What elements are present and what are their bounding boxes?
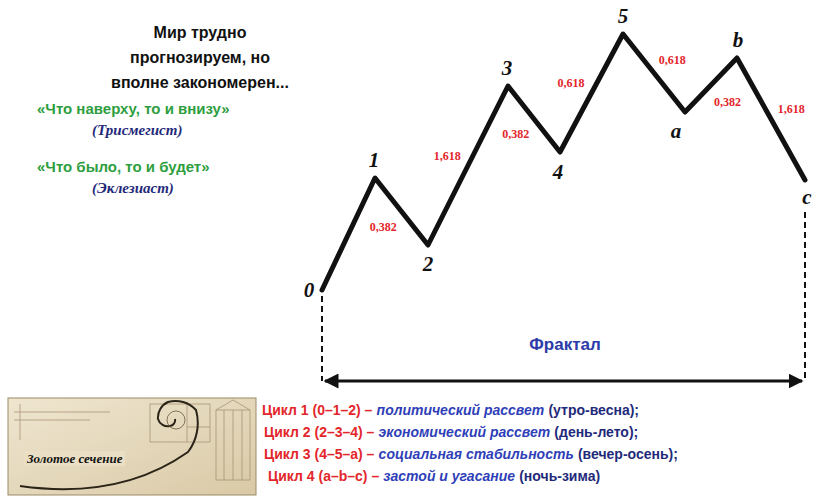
ratio-number-holder: 0,618	[659, 50, 686, 68]
wave-line	[322, 34, 805, 290]
author-name-holder: (Трисмегист)	[92, 121, 182, 139]
cycle-season: (ночь-зима)	[519, 468, 600, 484]
author-name: (Эклезиаст)	[92, 180, 174, 196]
ratio-number-holder: 1,618	[778, 99, 805, 117]
cycle-phase: застой и угасание	[383, 468, 515, 484]
ratio-number: 1,618	[434, 149, 461, 163]
span-label-holder: Фрактал	[529, 335, 600, 355]
wave-point-label-holder: 0	[304, 278, 315, 303]
quote-text: «Что было, то и будет»	[37, 158, 210, 175]
wave-point-label: 4	[553, 160, 564, 184]
wave-point-label: 1	[369, 148, 380, 172]
ratio-number: 0,382	[502, 127, 529, 141]
golden-section-picture	[8, 398, 256, 495]
ratio-number-holder: 1,618	[434, 146, 461, 164]
head-sketch	[167, 411, 185, 429]
wave-point-label-holder: a	[671, 119, 682, 144]
ratio-number: 0,618	[558, 76, 585, 90]
span-arrow	[325, 380, 802, 383]
ratio-number-holder: 0,382	[370, 217, 397, 235]
quote-text-holder: «Что наверху, то и внизу»	[37, 100, 230, 118]
wave-point-label: b	[733, 28, 744, 52]
ratio-number: 0,382	[370, 220, 397, 234]
ratio-number-holder: 0,618	[558, 73, 585, 91]
picture-ground	[8, 398, 256, 495]
picture-caption: Золотое сечение	[24, 451, 125, 466]
cycle-line: Цикл 2 (2–3–4) – экономический рассвет(де…	[264, 424, 642, 440]
wave-point-label: 3	[502, 56, 513, 80]
wave-point-label: c	[802, 185, 811, 209]
wave-point-label-holder: 2	[423, 252, 434, 277]
wave-point-label: 0	[304, 278, 315, 302]
cycle-line: Цикл 4 (a–b–c) –застой и угасание(ночь-з…	[268, 468, 604, 484]
author-name: (Трисмегист)	[92, 122, 182, 138]
author-name-holder: (Эклезиаст)	[92, 179, 174, 197]
ratio-number-holder: 0,382	[502, 124, 529, 142]
span-label: Фрактал	[529, 335, 600, 354]
wave-point-label-holder: 3	[502, 56, 513, 81]
wave-point-label-holder: b	[733, 28, 744, 53]
quote-text-holder: «Что было, то и будет»	[37, 158, 210, 176]
cycle-name: Цикл 4 (a–b–c) –	[268, 468, 379, 484]
title-text: Мир трудно прогнозируем, но вполне закон…	[111, 24, 289, 91]
wave-point-label-holder: c	[802, 185, 811, 210]
cycle-line: Цикл 1 (0–1–2) – политический рассвет(утр…	[262, 402, 643, 418]
cycle-phase: экономический рассвет	[379, 424, 551, 440]
wave-point-label: 2	[423, 252, 434, 276]
cycle-season: (день-лето);	[554, 424, 638, 440]
cycle-name: Цикл 1 (0–1–2) –	[262, 402, 372, 418]
ratio-number: 1,618	[778, 102, 805, 116]
cycle-phase: социальная стабильность	[379, 446, 574, 462]
ratio-number-holder: 0,382	[714, 92, 741, 110]
wave-point-label: 5	[618, 4, 629, 28]
wave-point-label-holder: 1	[369, 148, 380, 173]
cycle-season: (утро-весна);	[548, 402, 639, 418]
dashed-guide	[804, 212, 806, 381]
ratio-number: 0,618	[659, 53, 686, 67]
cycle-name: Цикл 2 (2–3–4) –	[264, 424, 374, 440]
cycle-season: (вечер-осень);	[578, 446, 678, 462]
cycle-name: Цикл 3 (4–5–a) –	[264, 446, 374, 462]
title-block: Мир трудно прогнозируем, но вполне закон…	[105, 20, 295, 95]
wave-point-label-holder: 4	[553, 160, 564, 185]
wave-point-label-holder: 5	[618, 4, 629, 29]
dashed-guide	[321, 296, 323, 381]
cycle-phase: политический рассвет	[377, 402, 545, 418]
sketch-lines	[14, 400, 250, 480]
golden-spiral	[20, 401, 198, 489]
picture-caption-holder: Золотое сечение	[24, 449, 125, 467]
ratio-number: 0,382	[714, 95, 741, 109]
cycle-line: Цикл 3 (4–5–a) – социальная стабильность(…	[264, 446, 682, 462]
quote-text: «Что наверху, то и внизу»	[37, 100, 230, 117]
wave-point-label: a	[671, 119, 682, 143]
